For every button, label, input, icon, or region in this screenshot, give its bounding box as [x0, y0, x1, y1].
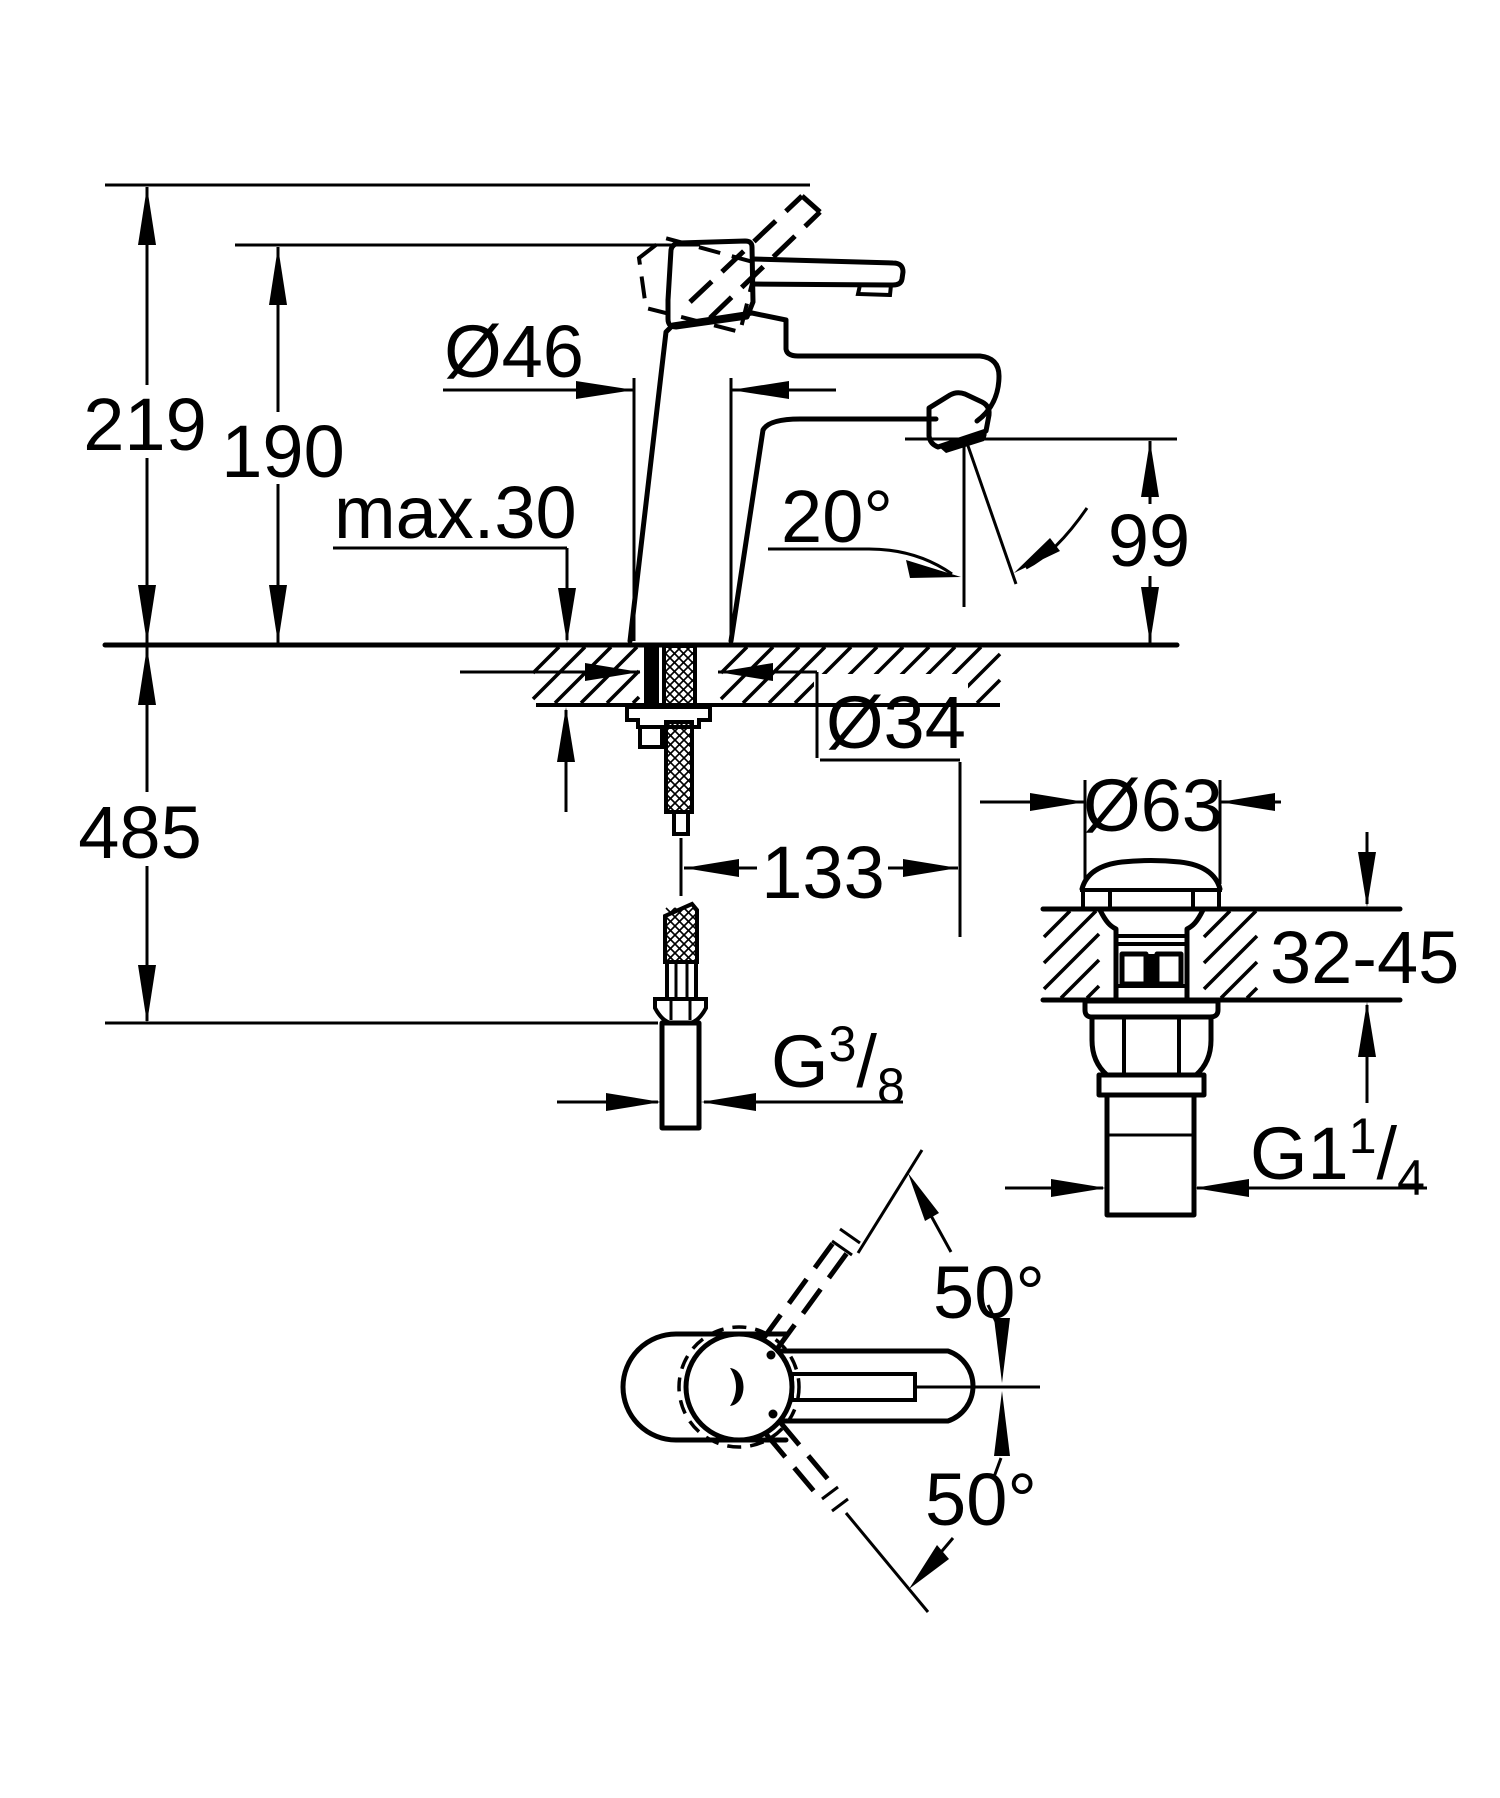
drain-nut — [1089, 1014, 1214, 1078]
aerator — [926, 390, 992, 450]
drain-thread-tube — [1104, 1092, 1197, 1218]
drain-deck-hatch-left — [1042, 909, 1101, 1000]
spout-underside — [728, 416, 939, 644]
deck-hatch-left — [531, 645, 641, 705]
dim-spout-reach-label: 133 — [761, 831, 884, 914]
hatch-line — [553, 645, 613, 705]
hatch-line — [663, 645, 692, 674]
hatch-line — [767, 645, 827, 705]
dim-drain-cap-diameter-label: Ø63 — [1083, 764, 1223, 847]
mounting-washer — [625, 705, 712, 729]
hatch-line — [1042, 909, 1072, 939]
hatch-line — [665, 766, 693, 794]
handle-raised-dashed — [636, 194, 822, 335]
hatch-line — [675, 645, 696, 666]
hatch-line — [665, 757, 693, 785]
hatch-line — [1202, 934, 1259, 991]
hatch-line — [605, 669, 641, 705]
drain-body-left — [1097, 907, 1119, 1002]
drain-window-right — [1154, 951, 1184, 987]
dim-drain-thread-label: G11/4 — [1250, 1108, 1425, 1206]
hose-crosshatch-lower — [665, 907, 697, 963]
faucet-body-outline — [627, 310, 1002, 644]
hatch-line — [1202, 909, 1232, 939]
hatch-line — [1219, 960, 1259, 1000]
hatch-line — [665, 943, 685, 963]
handle-swing-dashed-circle — [677, 1325, 801, 1449]
drain-body-right — [1184, 907, 1206, 1002]
dim-depth-below-label: 485 — [78, 791, 201, 874]
dim-body-diameter-label: Ø46 — [444, 310, 584, 393]
plan-view: 50° 50° — [620, 1149, 1045, 1613]
hatch-line — [663, 660, 696, 693]
dim-spout-height-label: 99 — [1108, 499, 1190, 582]
hatch-line — [666, 677, 696, 707]
hatch-line — [531, 645, 561, 675]
hatch-line — [665, 793, 685, 813]
handle-plan-dashed-down — [764, 1420, 930, 1613]
hatch-line — [665, 925, 697, 957]
hose-nut — [653, 997, 708, 1025]
drain-deck-hatch-right — [1202, 909, 1259, 1000]
hatch-line — [1059, 958, 1101, 1000]
hatch-line — [665, 916, 697, 948]
handle-lever-tip — [855, 284, 893, 298]
handle-lever — [750, 256, 906, 288]
shank-crosshatch — [663, 645, 696, 707]
hatch-line — [665, 934, 694, 963]
supply-thread-tube — [659, 1020, 702, 1131]
dim-supply-thread-label: G3/8 — [771, 1016, 905, 1114]
hatch-line — [665, 739, 693, 767]
faucet-side-view — [102, 183, 1180, 1131]
hatch-line — [674, 721, 693, 740]
hatch-line — [719, 645, 749, 675]
hatch-line — [663, 678, 692, 707]
hatch-line — [663, 651, 696, 684]
hatch-line — [1085, 984, 1101, 1000]
dim-drain-deck-range-label: 32-45 — [1270, 916, 1459, 999]
hatch-line — [663, 669, 696, 702]
hatch-line — [975, 678, 1002, 705]
dimensions-side-view: 219 190 485 Ø46 max.30 20° — [78, 187, 1190, 1114]
supply-hose-end — [653, 901, 708, 1131]
mounting-bolt — [644, 646, 659, 706]
hatch-line — [665, 748, 693, 776]
dimensions-plan-view: 50° 50° — [908, 1173, 1045, 1589]
dim-max-deck-label: max.30 — [334, 471, 577, 554]
dim-swing-down-label: 50° — [925, 1458, 1037, 1541]
dim-spray-angle-label: 20° — [781, 475, 893, 558]
hatch-line — [1042, 932, 1101, 991]
spray-angle-line — [965, 442, 1018, 585]
handle-plan-dashed-up — [760, 1149, 924, 1351]
cartridge-stem — [730, 1368, 744, 1406]
hose-crosshatch-upper — [665, 721, 693, 813]
dim-overall-height-label: 219 — [83, 383, 206, 466]
dim-swing-up-label: 50° — [933, 1251, 1045, 1334]
drain-section-view — [1040, 858, 1403, 1218]
hatch-line — [665, 730, 693, 758]
label-clearing-box — [814, 674, 968, 762]
dim-hole-diameter-label: Ø34 — [826, 681, 966, 764]
drain-ring — [1096, 1072, 1207, 1098]
hatch-line — [1202, 909, 1258, 965]
drain-window-left — [1119, 951, 1149, 987]
drain-cap-dome — [1079, 858, 1223, 892]
mounting-lug — [638, 725, 664, 749]
hatch-line — [665, 775, 693, 803]
dimensions-drain-view: Ø63 32-45 G11/4 — [980, 764, 1459, 1206]
dim-body-height-label: 190 — [221, 410, 344, 493]
hatch-line — [1042, 909, 1098, 965]
hatch-line — [631, 695, 641, 705]
aerator-outlet — [938, 429, 987, 453]
handle-shaft — [790, 1372, 917, 1402]
hatch-line — [1245, 986, 1259, 1000]
hatch-line — [665, 784, 693, 812]
hatch-line — [683, 907, 697, 921]
spout-plan-outline — [620, 1331, 789, 1443]
hatch-line — [666, 645, 696, 675]
flex-hose-tip — [672, 810, 690, 836]
